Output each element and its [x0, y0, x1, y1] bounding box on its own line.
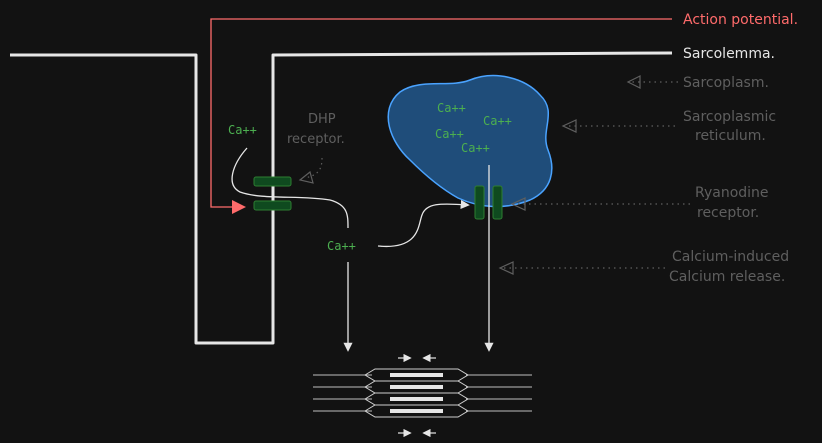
dhp-pointer — [304, 157, 323, 179]
sarcoplasm-pointer-head — [626, 75, 641, 89]
label-dhp-line2: receptor. — [287, 132, 345, 147]
ca-cytosol-label: Ca++ — [327, 239, 356, 253]
calcium-to-ryr-path — [377, 199, 470, 247]
cicr-pointer-head — [498, 261, 514, 275]
dhp-pointer-head — [298, 170, 314, 184]
sr-pointer-head — [561, 119, 577, 133]
label-sarcoplasmic-reticulum-line2: reticulum. — [695, 128, 766, 144]
ryanodine-receptor-left — [474, 185, 485, 220]
ryr-pointer-head — [510, 197, 526, 211]
ca-sr-label-2: Ca++ — [483, 114, 512, 128]
ca-sr-label-4: Ca++ — [461, 141, 490, 155]
ca-extracellular-label: Ca++ — [228, 123, 257, 137]
label-ryanodine-line2: receptor. — [697, 205, 759, 221]
label-action-potential: Action potential. — [683, 12, 798, 28]
label-sarcoplasm: Sarcoplasm. — [683, 75, 769, 91]
ryanodine-receptor-right — [492, 185, 503, 220]
dhp-receptor-channel-top — [253, 176, 292, 187]
contraction-arrows — [398, 353, 436, 438]
label-cicr-line1: Calcium-induced — [672, 249, 789, 265]
label-dhp-line1: DHP — [308, 112, 336, 127]
ca-sr-label-3: Ca++ — [435, 127, 464, 141]
calcium-entry-path — [231, 147, 349, 229]
label-ryanodine-line1: Ryanodine — [695, 185, 769, 201]
action-potential-arrowhead — [232, 200, 246, 214]
ca-sr-label-1: Ca++ — [437, 101, 466, 115]
label-cicr-line2: Calcium release. — [669, 269, 785, 285]
label-sarcolemma: Sarcolemma. — [683, 46, 775, 62]
dhp-receptor-channel-bottom — [253, 200, 292, 211]
label-sarcoplasmic-reticulum-line1: Sarcoplasmic — [683, 109, 776, 125]
myofibril — [313, 368, 532, 418]
action-potential-line — [210, 18, 672, 208]
sarcoplasmic-reticulum — [387, 74, 553, 208]
sarcolemma-line — [10, 51, 673, 345]
